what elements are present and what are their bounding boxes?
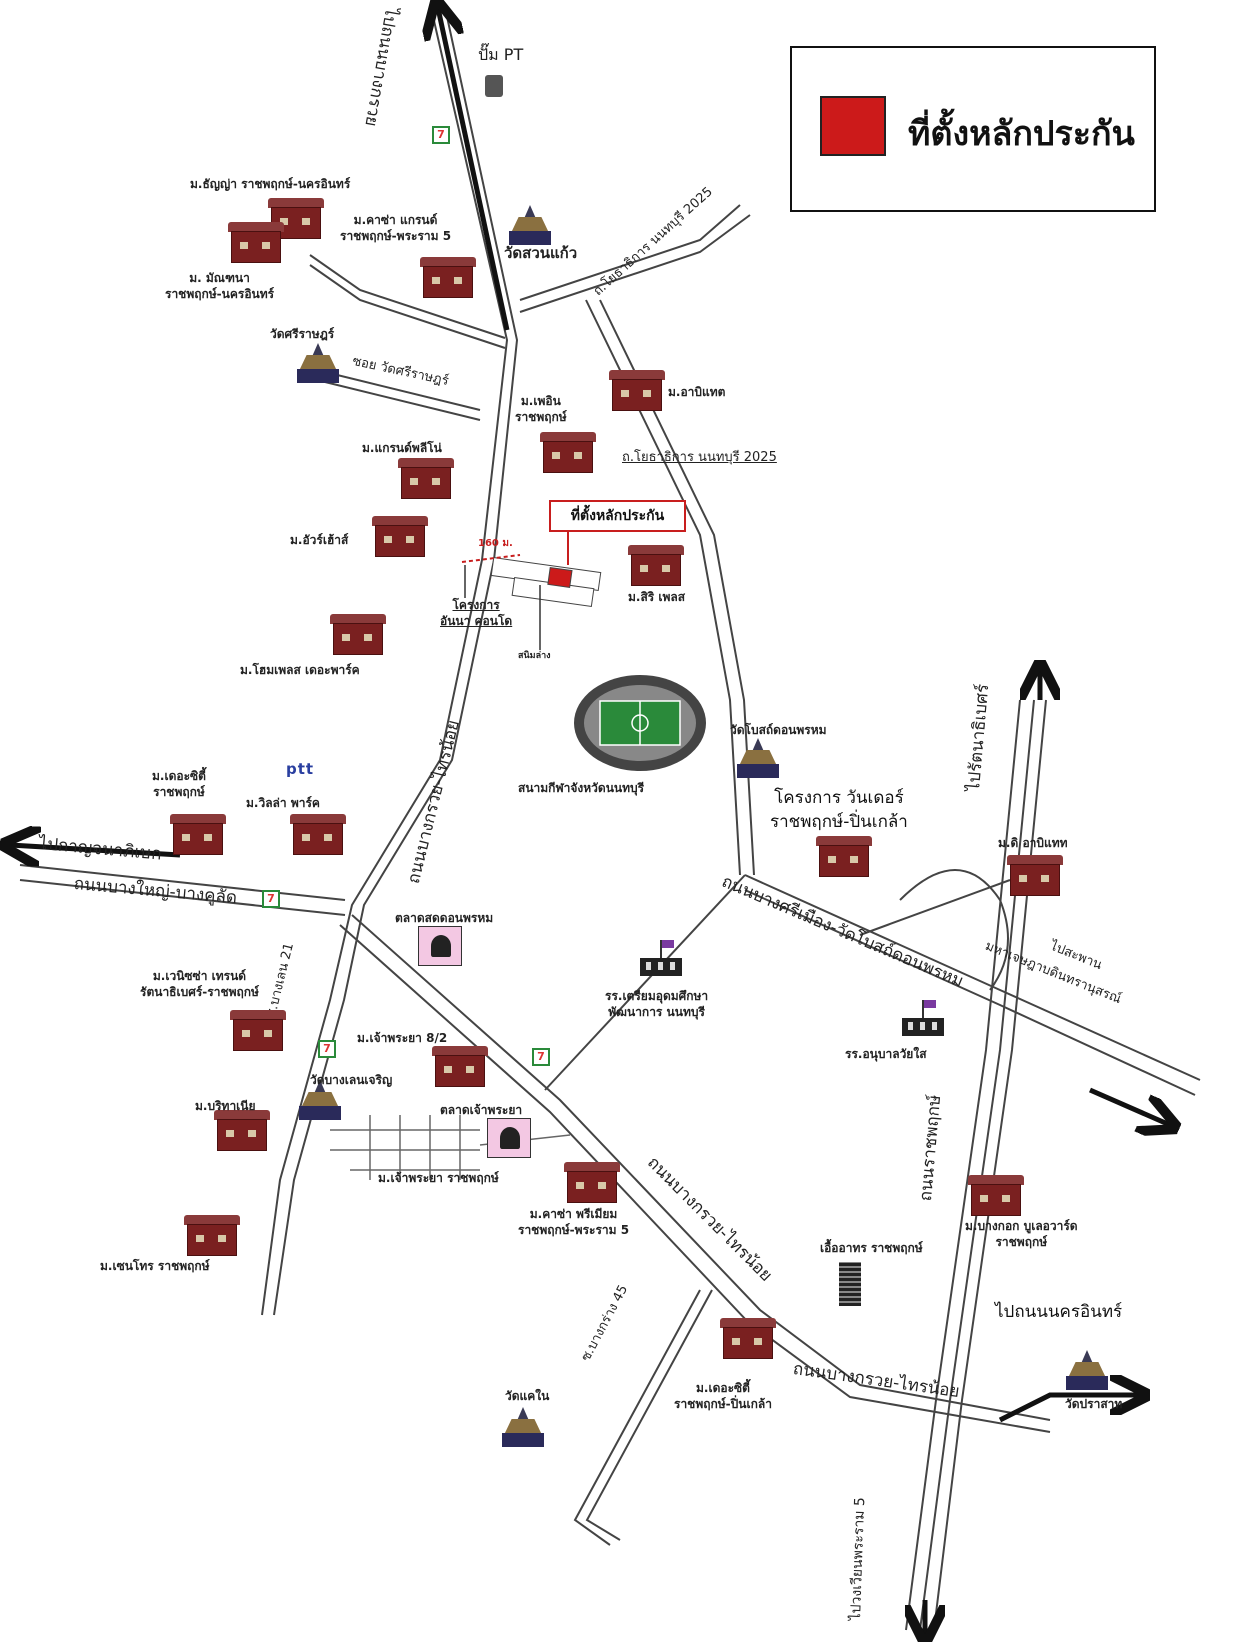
- temple-icon: [505, 205, 555, 245]
- seven-eleven-icon: 7: [262, 890, 280, 908]
- school-icon: [638, 940, 684, 976]
- label-m-venezia: ม.เวนิซซ่า เทรนด์รัตนาธิเบศร์-ราชพฤกษ์: [140, 969, 259, 999]
- temple-icon: [295, 1080, 345, 1120]
- temple-icon: [733, 738, 783, 778]
- ptt-logo: ptt: [286, 760, 315, 778]
- tower-icon: [839, 1262, 861, 1306]
- label-m-thanya: ม.ธัญญ่า ราชพฤกษ์-นครอินทร์: [190, 177, 351, 191]
- label-m-casa-grand: ม.คาซ่า แกรนด์ราชพฤกษ์-พระราม 5: [340, 213, 452, 243]
- label-distance: 160 ม.: [478, 538, 513, 549]
- temple-icon: [293, 343, 343, 383]
- label-project: โครงการอันนา คอนโด: [440, 598, 513, 628]
- arrow-west: [10, 845, 181, 855]
- house-icon: [170, 814, 226, 856]
- collateral-lot: [547, 566, 573, 589]
- road-north-main: [261, 11, 509, 1316]
- label-wat-prasat: วัดปราสาท: [1065, 1397, 1123, 1411]
- market-icon: [487, 1118, 531, 1158]
- stadium-icon: [574, 675, 706, 771]
- label-m-the-city-pk: ม.เดอะซิตี้ราชพฤกษ์-ปิ่นเกล้า: [674, 1381, 772, 1411]
- house-icon: [1007, 855, 1063, 897]
- house-icon: [609, 370, 665, 412]
- arrow-bridge: [1088, 1087, 1170, 1125]
- label-m-d-abitat: ม.ดิ อาบิแทท: [998, 836, 1068, 850]
- label-m-grand-pleno: ม.แกรนด์พลีโน่: [362, 441, 442, 455]
- market-icon: [418, 926, 462, 966]
- house-icon: [628, 545, 684, 587]
- label-stadium: สนามกีฬาจังหวัดนนทบุรี: [518, 781, 645, 795]
- house-icon: [420, 257, 476, 299]
- label-m-siri-place: ม.สิริ เพลส: [628, 590, 686, 604]
- house-icon: [214, 1110, 270, 1152]
- road-label-yothathikan-2: ถ.โยธาธิการ นนทบุรี 2025: [622, 450, 777, 465]
- label-m-centro: ม.เซนโทร ราชพฤกษ์: [100, 1259, 210, 1273]
- house-icon: [968, 1175, 1024, 1217]
- road-label-phra-ram-5: ไปวงเวียนพระราม 5: [847, 1496, 869, 1621]
- property-lots: [490, 557, 602, 608]
- seven-eleven-icon: 7: [532, 1048, 550, 1066]
- label-wat-bang-len: วัดบางเลนเจริญ: [310, 1073, 393, 1087]
- label-m-phruksa: ม.เพอินราชพฤกษ์: [515, 394, 567, 424]
- label-m-our-house: ม.อัวร์เฮ้าส์: [290, 533, 349, 547]
- label-m-britania: ม.บริทาเนีย: [195, 1099, 256, 1113]
- temple-icon: [1062, 1350, 1112, 1390]
- label-wonder: โครงการ วันเดอร์ราชพฤกษ์-ปิ่นเกล้า: [770, 788, 908, 832]
- arrow-nakhon-in: [998, 1395, 1140, 1423]
- label-m-home-place: ม.โฮมเพลส เดอะพาร์ค: [240, 663, 360, 677]
- house-icon: [230, 1010, 286, 1052]
- house-icon: [816, 836, 872, 878]
- label-small: สนิมล่าง: [518, 651, 551, 661]
- label-market-don-phrom: ตลาดสดดอนพรหม: [395, 911, 494, 925]
- arrow-north: [438, 8, 510, 331]
- house-icon: [720, 1318, 776, 1360]
- label-wat-bot: วัดโบสถ์ดอนพรหม: [730, 723, 827, 737]
- label-m-abitat: ม.อาบิแทต: [668, 385, 726, 399]
- house-icon: [432, 1046, 488, 1088]
- label-wat-suan-kaeo: วัดสวนแก้ว: [504, 244, 578, 262]
- temple-icon: [498, 1407, 548, 1447]
- label-m-chaophraya-82: ม.เจ้าพระยา 8/2: [357, 1031, 448, 1045]
- collateral-callout: ที่ตั้งหลักประกัน: [549, 500, 686, 532]
- seven-eleven-icon: 7: [318, 1040, 336, 1058]
- label-m-villa-park: ม.วิลล่า พาร์ค: [246, 796, 320, 810]
- label-school: รร.เตรียมอุดมศึกษาพัฒนาการ นนทบุรี: [605, 989, 709, 1019]
- school-icon: [900, 1000, 946, 1036]
- house-icon: [228, 222, 284, 264]
- label-pump-pt: ปั๊ม PT: [478, 45, 524, 64]
- label-m-casa-premium: ม.คาซ่า พรีเมียมราชพฤกษ์-พระราม 5: [518, 1207, 630, 1237]
- house-icon: [540, 432, 596, 474]
- label-m-the-city: ม.เดอะซิตี้ราชพฤกษ์: [152, 769, 206, 799]
- road-label-nakhon-in: ไปถนนนครอินทร์: [995, 1302, 1123, 1322]
- label-euro-arts: เอื้ออาทร ราชพฤกษ์: [820, 1241, 923, 1255]
- house-icon: [290, 814, 346, 856]
- legend-box: ที่ตั้งหลักประกัน: [790, 46, 1156, 212]
- house-icon: [184, 1215, 240, 1257]
- legend-swatch: [820, 96, 886, 156]
- label-school-anuban: รร.อนุบาลวัยใส: [845, 1047, 927, 1061]
- label-market-chaophraya: ตลาดเจ้าพระยา: [440, 1103, 523, 1117]
- label-m-bangkok-boulevard: ม.บางกอก บูเลอวาร์ดราชพฤกษ์: [965, 1219, 1078, 1249]
- label-wat-khae-nai: วัดแคใน: [505, 1389, 550, 1403]
- house-icon: [398, 458, 454, 500]
- label-m-chaophraya-rp: ม.เจ้าพระยา ราชพฤกษ์: [378, 1171, 499, 1185]
- seven-eleven-icon: 7: [432, 126, 450, 144]
- label-wat-sri-rat: วัดศรีราษฎร์: [270, 327, 335, 341]
- house-icon: [564, 1162, 620, 1204]
- house-icon: [372, 516, 428, 558]
- label-m-manthana: ม. มัณฑนาราชพฤกษ์-นครอินทร์: [165, 271, 275, 301]
- fuel-pump-icon: [485, 75, 503, 97]
- house-icon: [330, 614, 386, 656]
- legend-label: ที่ตั้งหลักประกัน: [908, 114, 1135, 154]
